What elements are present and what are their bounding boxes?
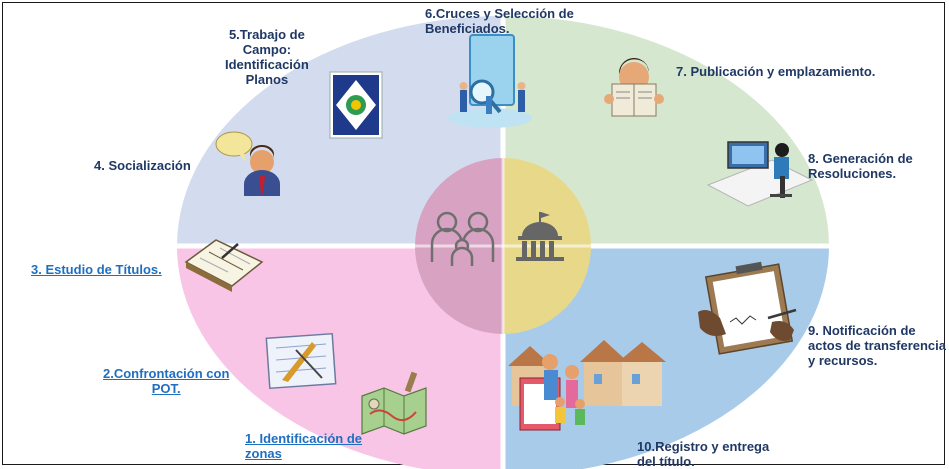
- speaker-person-icon: [215, 131, 280, 196]
- step-9-label: 9. Notificación de actos de transferenci…: [808, 323, 947, 368]
- step-8-label: 8. Generación de Resoluciones.: [808, 151, 913, 181]
- step-3-label[interactable]: 3. Estudio de Títulos.: [31, 262, 162, 277]
- step-6-label: 6.Cruces y Selección de Beneficiados.: [425, 6, 574, 36]
- family-houses-icon: [508, 340, 666, 431]
- magnifier-team-icon: [448, 34, 532, 128]
- step-1-label[interactable]: 1. Identificación de zonas: [245, 431, 363, 461]
- government-building-icon: [516, 212, 564, 261]
- step-2-label[interactable]: 2.Confrontación con POT.: [103, 366, 230, 396]
- open-book-icon: [184, 239, 264, 292]
- step-4-label: 4. Socialización: [94, 158, 191, 173]
- step-10-label: 10.Registro y entrega del título.: [637, 439, 770, 469]
- newspaper-reader-icon: [604, 57, 664, 117]
- family-icon: [430, 211, 495, 266]
- clipboard-signing-icon: [698, 261, 797, 355]
- blueprint-tools-icon: [265, 332, 337, 390]
- step-5-label: 5.Trabajo de Campo: Identificación Plano…: [225, 27, 309, 87]
- map-icon: [361, 371, 427, 435]
- bogota-logo-icon: [329, 71, 383, 139]
- computer-worker-icon: [706, 141, 814, 207]
- step-7-label: 7. Publicación y emplazamiento.: [676, 64, 876, 79]
